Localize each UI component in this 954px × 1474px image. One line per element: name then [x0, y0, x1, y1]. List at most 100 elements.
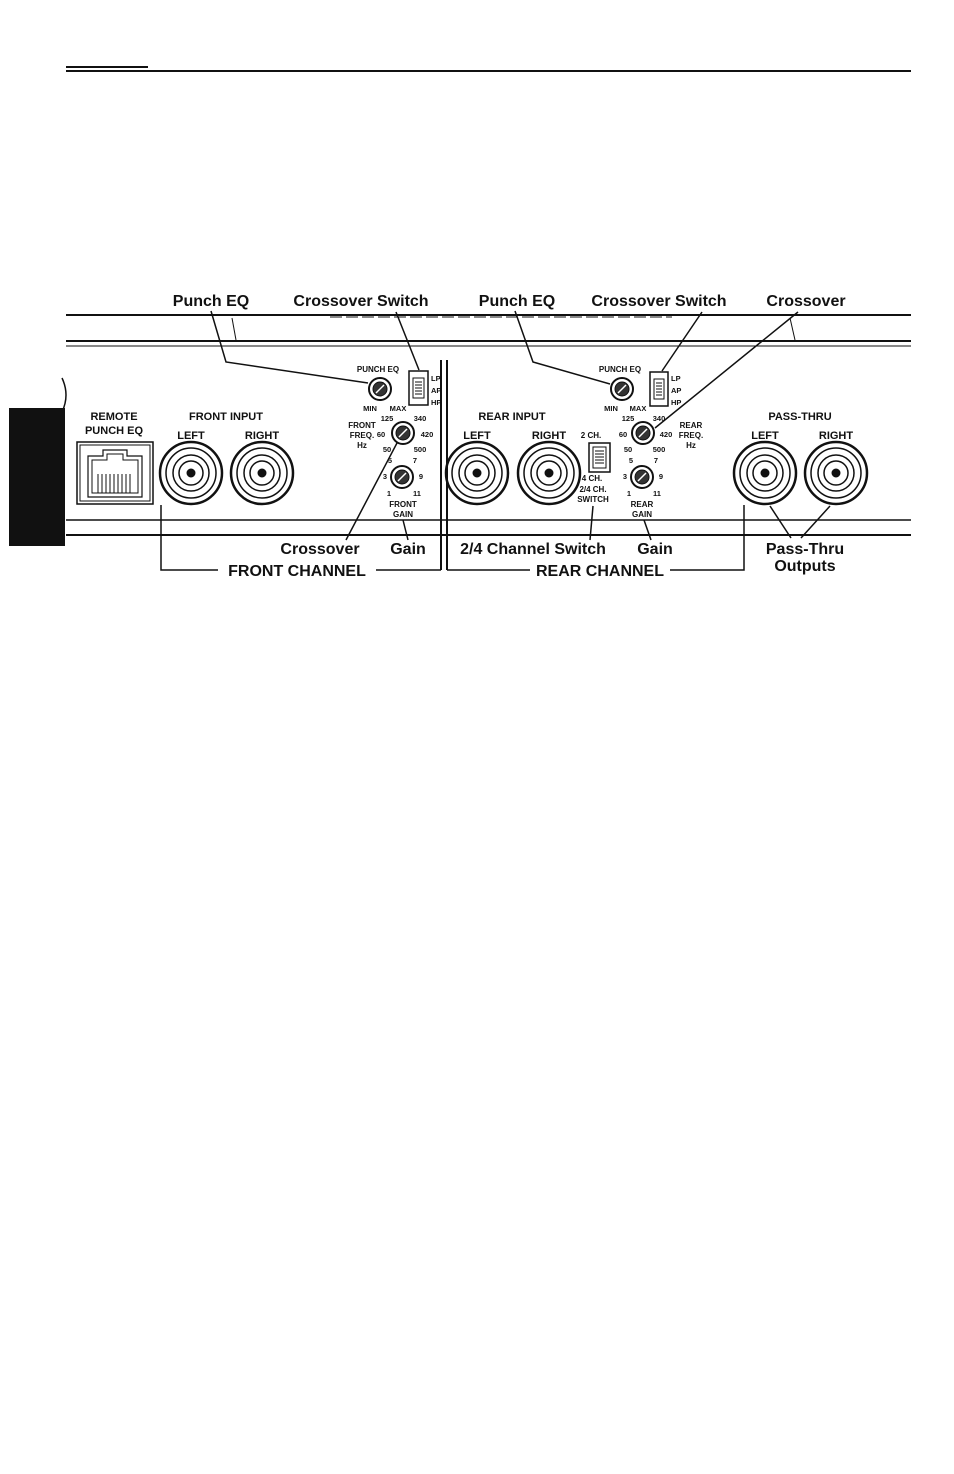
- front-freq-tick-60: 60: [377, 430, 385, 439]
- rear-gain-label-2: GAIN: [632, 510, 652, 519]
- rear-input-label: REAR INPUT: [478, 411, 546, 423]
- rear-right-rca-jack[interactable]: [516, 440, 582, 506]
- rear-punch-eq-label: PUNCH EQ: [599, 365, 641, 374]
- leader-lines: [210, 310, 831, 541]
- callout-crossover-switch-rear: Crossover Switch: [591, 293, 726, 310]
- front-lp-label: LP: [431, 374, 441, 383]
- rear-max-label: MAX: [630, 404, 647, 413]
- front-input-section: FRONT INPUT LEFT RIGHT: [158, 411, 295, 506]
- rear-lp-label: LP: [671, 374, 681, 383]
- front-gain-tick-1: 1: [387, 489, 391, 498]
- callout-rear-channel: REAR CHANNEL: [536, 563, 664, 580]
- rear-gain-tick-5: 5: [629, 456, 633, 465]
- switch-label-1: 2/4 CH.: [579, 485, 606, 494]
- remote-label-line2: PUNCH EQ: [85, 425, 144, 437]
- rear-left-rca-jack[interactable]: [444, 440, 510, 506]
- front-input-label: FRONT INPUT: [189, 411, 263, 423]
- callout-pass-thru-line2: Outputs: [774, 558, 835, 575]
- rear-freq-tick-500: 500: [653, 445, 666, 454]
- front-gain-tick-7: 7: [413, 456, 417, 465]
- front-gain-tick-11: 11: [413, 489, 421, 498]
- pass-thru-right-rca-jack[interactable]: [803, 440, 869, 506]
- rear-min-label: MIN: [604, 404, 618, 413]
- front-crossover-switch[interactable]: [408, 370, 429, 406]
- rear-gain-tick-9: 9: [659, 472, 663, 481]
- bottom-callouts: Crossover Gain 2/4 Channel Switch Gain P…: [228, 541, 844, 580]
- pass-thru-left-label: LEFT: [751, 430, 779, 442]
- header-rule: [66, 66, 911, 72]
- side-tab: [9, 408, 65, 546]
- pass-thru-right-label: RIGHT: [819, 430, 854, 442]
- callout-gain-front: Gain: [390, 541, 426, 558]
- front-freq-label-3: Hz: [357, 441, 367, 450]
- callout-channel-switch: 2/4 Channel Switch: [460, 541, 606, 558]
- rear-controls: PUNCH EQ MIN MAX LP AP HP 2 CH. 4 CH. 2/…: [577, 365, 703, 519]
- rear-crossover-switch[interactable]: [649, 371, 669, 407]
- front-freq-label-1: FRONT: [348, 421, 376, 430]
- front-gain-tick-9: 9: [419, 472, 423, 481]
- rear-freq-tick-60: 60: [619, 430, 627, 439]
- rear-gain-tick-7: 7: [654, 456, 658, 465]
- rear-2ch-label: 2 CH.: [581, 431, 601, 440]
- front-gain-knob[interactable]: [390, 465, 414, 489]
- front-gain-label-2: GAIN: [393, 510, 413, 519]
- rear-input-section: REAR INPUT LEFT RIGHT: [444, 411, 582, 506]
- channel-brackets: [160, 505, 745, 571]
- callout-punch-eq-rear: Punch EQ: [479, 293, 555, 310]
- front-freq-tick-50: 50: [383, 445, 391, 454]
- front-freq-tick-340: 340: [414, 414, 427, 423]
- remote-punch-eq-port: REMOTE PUNCH EQ: [76, 411, 154, 505]
- callout-crossover-rear: Crossover: [766, 293, 845, 310]
- front-freq-tick-125: 125: [381, 414, 394, 423]
- rear-freq-tick-420: 420: [660, 430, 673, 439]
- rear-gain-tick-1: 1: [627, 489, 631, 498]
- front-gain-tick-5: 5: [388, 456, 392, 465]
- callout-crossover-front: Crossover: [280, 541, 359, 558]
- front-right-rca-jack[interactable]: [229, 440, 295, 506]
- rear-gain-tick-3: 3: [623, 472, 627, 481]
- callout-punch-eq-front: Punch EQ: [173, 293, 249, 310]
- front-gain-label-1: FRONT: [389, 500, 417, 509]
- rear-ap-label: AP: [671, 386, 681, 395]
- pass-thru-label: PASS-THRU: [768, 411, 831, 423]
- rear-freq-label-2: FREQ.: [679, 431, 703, 440]
- front-left-rca-jack[interactable]: [158, 440, 224, 506]
- rear-punch-eq-knob[interactable]: [610, 377, 634, 401]
- front-crossover-knob[interactable]: [391, 421, 415, 445]
- pass-thru-section: PASS-THRU LEFT RIGHT: [732, 411, 869, 506]
- top-callouts: Punch EQ Crossover Switch Punch EQ Cross…: [173, 293, 846, 310]
- rear-right-label: RIGHT: [532, 430, 567, 442]
- rear-freq-tick-125: 125: [622, 414, 635, 423]
- rear-crossover-knob[interactable]: [631, 421, 655, 445]
- rear-gain-tick-11: 11: [653, 489, 661, 498]
- front-freq-tick-500: 500: [414, 445, 427, 454]
- callout-pass-thru-line1: Pass-Thru: [766, 541, 844, 558]
- pass-thru-left-rca-jack[interactable]: [732, 440, 798, 506]
- callout-crossover-switch-front: Crossover Switch: [293, 293, 428, 310]
- callout-gain-rear: Gain: [637, 541, 673, 558]
- front-left-label: LEFT: [177, 430, 205, 442]
- chassis: [61, 314, 911, 570]
- channel-2-4-switch[interactable]: [588, 442, 611, 473]
- front-freq-label-2: FREQ.: [350, 431, 374, 440]
- rear-freq-tick-50: 50: [624, 445, 632, 454]
- rear-gain-label-1: REAR: [631, 500, 654, 509]
- front-min-label: MIN: [363, 404, 377, 413]
- front-freq-tick-420: 420: [421, 430, 434, 439]
- rear-4ch-label: 4 CH.: [582, 474, 602, 483]
- rear-left-label: LEFT: [463, 430, 491, 442]
- front-gain-tick-3: 3: [383, 472, 387, 481]
- front-punch-eq-knob[interactable]: [368, 377, 392, 401]
- front-punch-eq-label: PUNCH EQ: [357, 365, 399, 374]
- callout-front-channel: FRONT CHANNEL: [228, 563, 366, 580]
- rear-freq-label-1: REAR: [680, 421, 703, 430]
- rear-hp-label: HP: [671, 398, 681, 407]
- switch-label-2: SWITCH: [577, 495, 609, 504]
- rear-freq-tick-340: 340: [653, 414, 666, 423]
- remote-label-line1: REMOTE: [90, 411, 137, 423]
- front-controls: PUNCH EQ MIN MAX LP AP HP FRONT FREQ. Hz…: [348, 365, 441, 519]
- front-ap-label: AP: [431, 386, 441, 395]
- front-right-label: RIGHT: [245, 430, 280, 442]
- rear-gain-knob[interactable]: [630, 465, 654, 489]
